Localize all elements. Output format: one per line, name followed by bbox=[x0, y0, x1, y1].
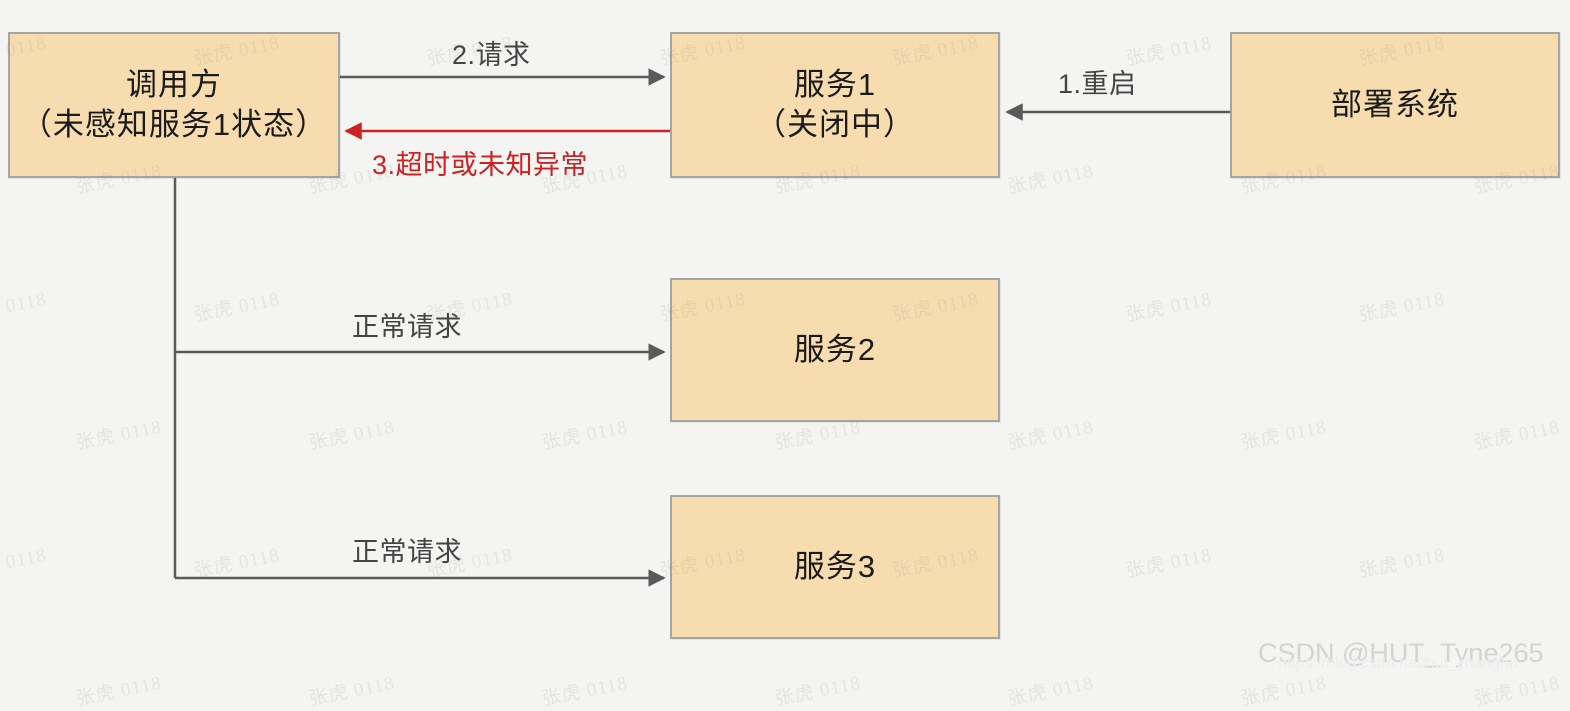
node-service1-line2: （关闭中） bbox=[755, 107, 915, 142]
node-caller-line2: （未感知服务1状态） bbox=[20, 107, 328, 142]
node-service3[interactable]: 服务3 bbox=[670, 495, 1000, 639]
edge-layer bbox=[173, 68, 1230, 587]
csdn-credit: CSDN @HUT_Tyne265 bbox=[1258, 638, 1544, 668]
edge-label-normal-request-3: 正常请求 bbox=[352, 537, 462, 567]
diagram-canvas: 调用方 （未感知服务1状态） 服务1 （关闭中） 部署系统 服务2 服务3 2.… bbox=[0, 32, 1562, 711]
edge-label-error: 3.超时或未知异常 bbox=[372, 150, 589, 180]
node-deploy-system-line1: 部署系统 bbox=[1331, 87, 1459, 123]
csdn-credit-url: https://blog.csdn.net/hut_zhanghu bbox=[1278, 655, 1519, 672]
node-service3-line1: 服务3 bbox=[793, 549, 877, 585]
node-deploy-system[interactable]: 部署系统 bbox=[1230, 32, 1560, 178]
node-caller-line1: 调用方 bbox=[126, 67, 222, 103]
node-caller[interactable]: 调用方 （未感知服务1状态） bbox=[8, 32, 340, 178]
edge-label-request: 2.请求 bbox=[452, 40, 531, 70]
node-service2-line1: 服务2 bbox=[793, 332, 877, 368]
node-service1-line1: 服务1 bbox=[793, 67, 877, 103]
node-service2[interactable]: 服务2 bbox=[670, 278, 1000, 422]
node-service1[interactable]: 服务1 （关闭中） bbox=[670, 32, 1000, 178]
edge-label-restart: 1.重启 bbox=[1058, 69, 1137, 99]
edge-label-normal-request-2: 正常请求 bbox=[352, 312, 462, 342]
